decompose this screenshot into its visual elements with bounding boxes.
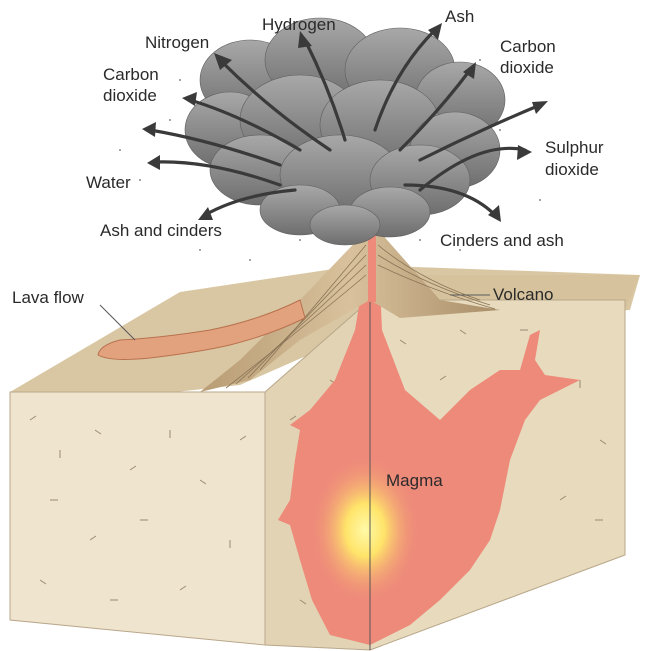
arrowhead-sulphur-dioxide <box>517 145 532 160</box>
label-water: Water <box>86 173 131 192</box>
ground-left-face <box>10 392 265 645</box>
label-lava-flow: Lava flow <box>12 288 85 307</box>
eruption-cloud <box>185 18 505 245</box>
arrowhead-carbon-dioxide-left <box>182 92 197 106</box>
label-volcano: Volcano <box>493 285 554 304</box>
volcano-vent <box>368 232 376 302</box>
arrowhead-carbon-dioxide-left-2 <box>142 122 156 137</box>
label-magma: Magma <box>386 471 443 490</box>
label-cinders-and-ash: Cinders and ash <box>440 231 564 250</box>
label-hydrogen: Hydrogen <box>262 15 336 34</box>
label-nitrogen: Nitrogen <box>145 33 209 52</box>
label-ash: Ash <box>445 7 474 26</box>
arrowhead-sulphur-dioxide-upper <box>532 101 548 114</box>
label-carbon-dioxide-left-line2: dioxide <box>103 86 157 105</box>
label-carbon-dioxide-left-line1: Carbon <box>103 65 159 84</box>
arrowhead-water <box>147 155 160 170</box>
label-carbon-dioxide-right-line2: dioxide <box>500 58 554 77</box>
label-ash-and-cinders: Ash and cinders <box>100 221 222 240</box>
arrowhead-cinders-and-ash <box>488 205 501 222</box>
label-sulphur-dioxide-line2: dioxide <box>545 160 599 179</box>
label-carbon-dioxide-right-line1: Carbon <box>500 37 556 56</box>
label-sulphur-dioxide-line1: Sulphur <box>545 138 604 157</box>
